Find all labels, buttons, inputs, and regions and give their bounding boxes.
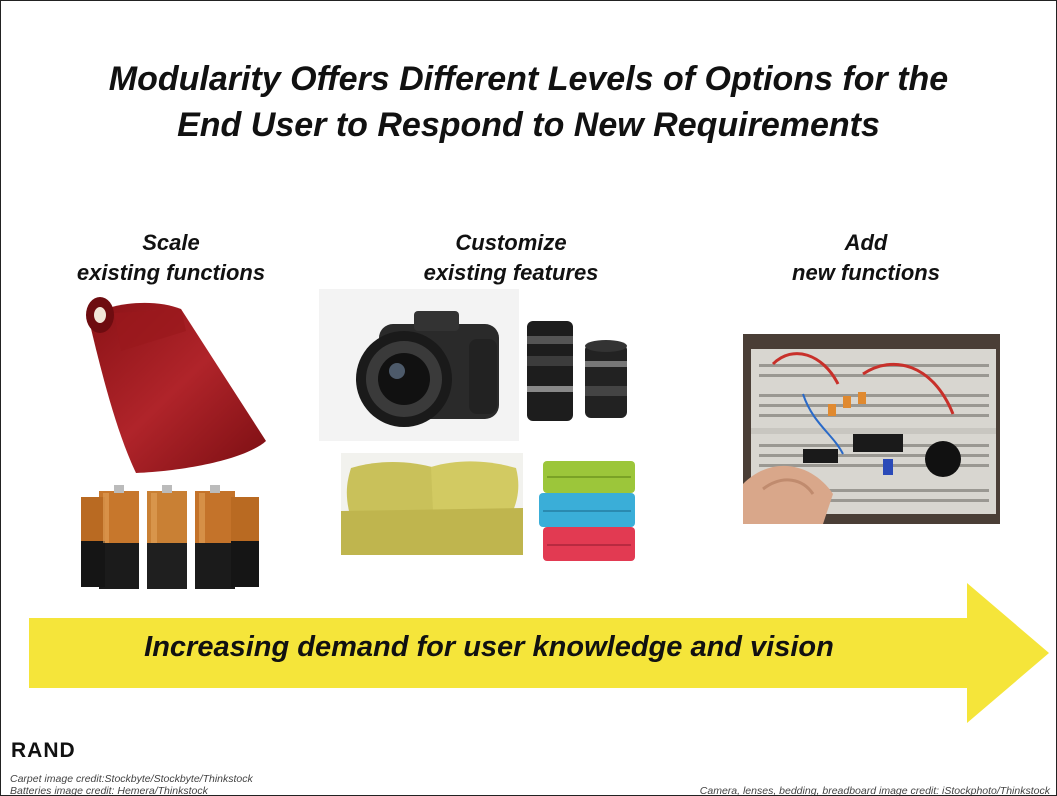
sheets-image — [539, 461, 635, 561]
column-heading-add-line-1: Add — [844, 230, 888, 255]
image-credits-right: Camera, lenses, bedding, breadboard imag… — [699, 785, 1050, 796]
lenses-image — [527, 321, 627, 421]
title-line-2: End User to Respond to New Requirements — [177, 106, 880, 144]
image-credits-left: Carpet image credit:Stockbyte/Stockbyte/… — [10, 773, 253, 796]
batteries-credit: Batteries image credit: Hemera/Thinkstoc… — [10, 785, 208, 796]
bedding-image — [341, 453, 523, 555]
column-heading-scale-line-1: Scale — [142, 230, 200, 255]
carpet-credit: Carpet image credit:Stockbyte/Stockbyte/… — [10, 773, 253, 785]
progression-arrow — [29, 583, 1049, 723]
arrow-label: Increasing demand for user knowledge and… — [144, 631, 834, 663]
batteries-image — [81, 485, 259, 589]
title-line-1: Modularity Offers Different Levels of Op… — [108, 60, 949, 98]
slide-title: Modularity Offers Different Levels of Op… — [41, 56, 1016, 148]
breadboard-image — [743, 334, 1000, 524]
column-heading-customize: Customize existing features — [381, 228, 641, 288]
carpet-image — [86, 297, 266, 473]
rand-logo: RAND — [11, 739, 76, 762]
camera-image — [319, 289, 519, 441]
column-heading-customize-line-2: existing features — [423, 260, 599, 285]
column-heading-scale: Scale existing functions — [51, 228, 291, 288]
column-heading-add: Add new functions — [746, 228, 986, 288]
column-heading-add-line-2: new functions — [792, 260, 940, 285]
column-heading-customize-line-1: Customize — [455, 230, 567, 255]
column-heading-scale-line-2: existing functions — [76, 260, 266, 285]
